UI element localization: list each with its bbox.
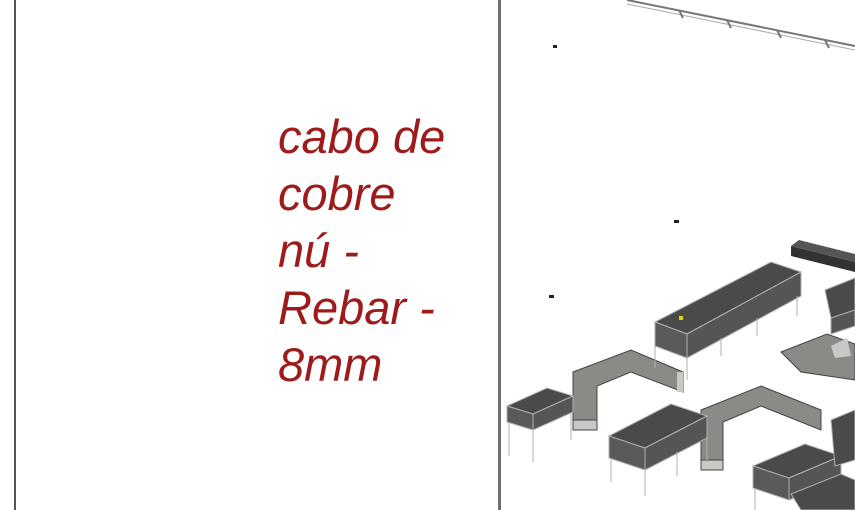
desk-left — [505, 387, 575, 462]
marker-point — [679, 316, 683, 320]
annotation-line-5: 8mm — [278, 338, 383, 391]
desk-right-edge — [824, 277, 855, 467]
overhead-beam — [791, 240, 855, 272]
annotation-line-3: nú - — [278, 224, 359, 277]
drawing-dots — [549, 45, 679, 298]
counter-front — [700, 385, 822, 471]
desk-cluster-lower — [607, 403, 709, 496]
annotation-line-4: Rebar - — [278, 281, 435, 334]
counter-right — [780, 333, 855, 381]
rebar-annotation: cabo de cobre nú - Rebar - 8mm — [278, 108, 493, 393]
ceiling-rail — [626, 0, 855, 51]
desk-row-upper — [653, 261, 803, 380]
desk-cluster-bottom-right — [751, 443, 855, 510]
annotation-line-2: cobre — [278, 167, 396, 220]
annotation-line-1: cabo de — [278, 110, 446, 163]
viewport-divider — [498, 0, 501, 510]
isometric-furniture-view — [505, 0, 855, 510]
left-frame-border — [14, 0, 16, 510]
